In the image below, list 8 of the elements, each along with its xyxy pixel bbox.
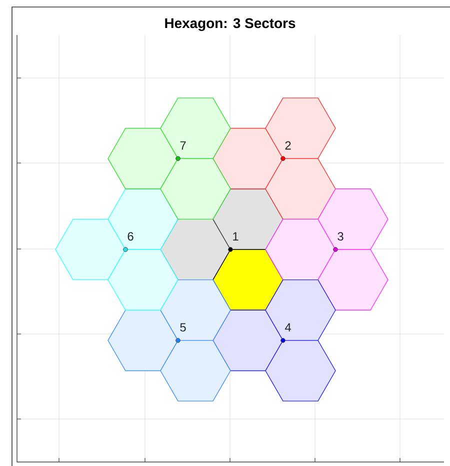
sector-number: 6 <box>128 232 134 241</box>
sector-number: 7 <box>180 141 186 150</box>
sector-number: 1 <box>233 232 238 240</box>
chart-title: Hexagon: 3 Sectors <box>165 18 296 31</box>
sector-number: 5 <box>180 323 186 332</box>
sector-number: 2 <box>285 141 291 150</box>
sector-number: 3 <box>338 232 344 241</box>
sector-number: 4 <box>284 323 291 332</box>
